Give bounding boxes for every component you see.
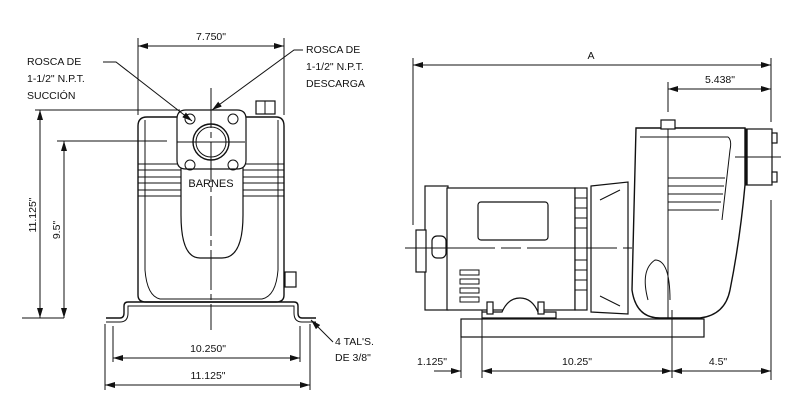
- front-view: BARNES 7.750" 11.125" 9.5" 10.250" 11.12…: [22, 31, 374, 390]
- discharge-flange: [176, 109, 247, 170]
- dim-base-offset-right-label: 4.5": [709, 356, 728, 368]
- bolt-hole: [227, 113, 239, 125]
- dim-base-width-label: 11.125": [190, 370, 225, 382]
- dim-hole-spacing-label: 10.250": [190, 343, 226, 355]
- brand-label: BARNES: [188, 178, 233, 190]
- casing-ribs: [668, 177, 725, 211]
- dim-overall-length-label: A: [587, 50, 594, 62]
- pump-casing: [631, 127, 746, 319]
- dim-height-center-label: 9.5": [51, 221, 63, 240]
- suction-label-2: 1-1/2" N.P.T.: [27, 73, 85, 85]
- suction-label-3: SUCCIÓN: [27, 89, 75, 102]
- discharge-label-1: ROSCA DE: [306, 44, 360, 56]
- bolt-hole: [227, 159, 239, 171]
- pump-body: [137, 116, 285, 303]
- nameplate: [477, 201, 549, 241]
- holes-label-1: 4 TAL'S.: [335, 336, 374, 348]
- dim-base-hole-spacing-label: 10.25": [562, 356, 592, 368]
- dim-width-top-label: 7.750": [196, 31, 226, 43]
- side-view: A 5.438" 1.125" 10.25" 4.5": [405, 50, 781, 380]
- adapter: [574, 187, 588, 311]
- discharge-label-2: 1-1/2" N.P.T.: [306, 61, 364, 73]
- discharge-label-3: DESCARGA: [306, 78, 365, 90]
- base-bracket: [106, 301, 316, 319]
- holes-label-2: DE 3/8": [335, 352, 371, 364]
- dim-base-offset-left-label: 1.125": [417, 356, 447, 368]
- drain-plug: [284, 271, 297, 288]
- base-plate: [460, 318, 705, 338]
- fill-plug-side: [660, 119, 676, 130]
- suction-label-1: ROSCA DE: [27, 56, 81, 68]
- bolt-hole: [184, 159, 196, 171]
- conduit-box: [431, 235, 447, 259]
- dim-height-total-label: 11.125": [27, 197, 39, 232]
- motor-vents: [459, 269, 480, 303]
- dim-discharge-offset-label: 5.438": [705, 74, 735, 86]
